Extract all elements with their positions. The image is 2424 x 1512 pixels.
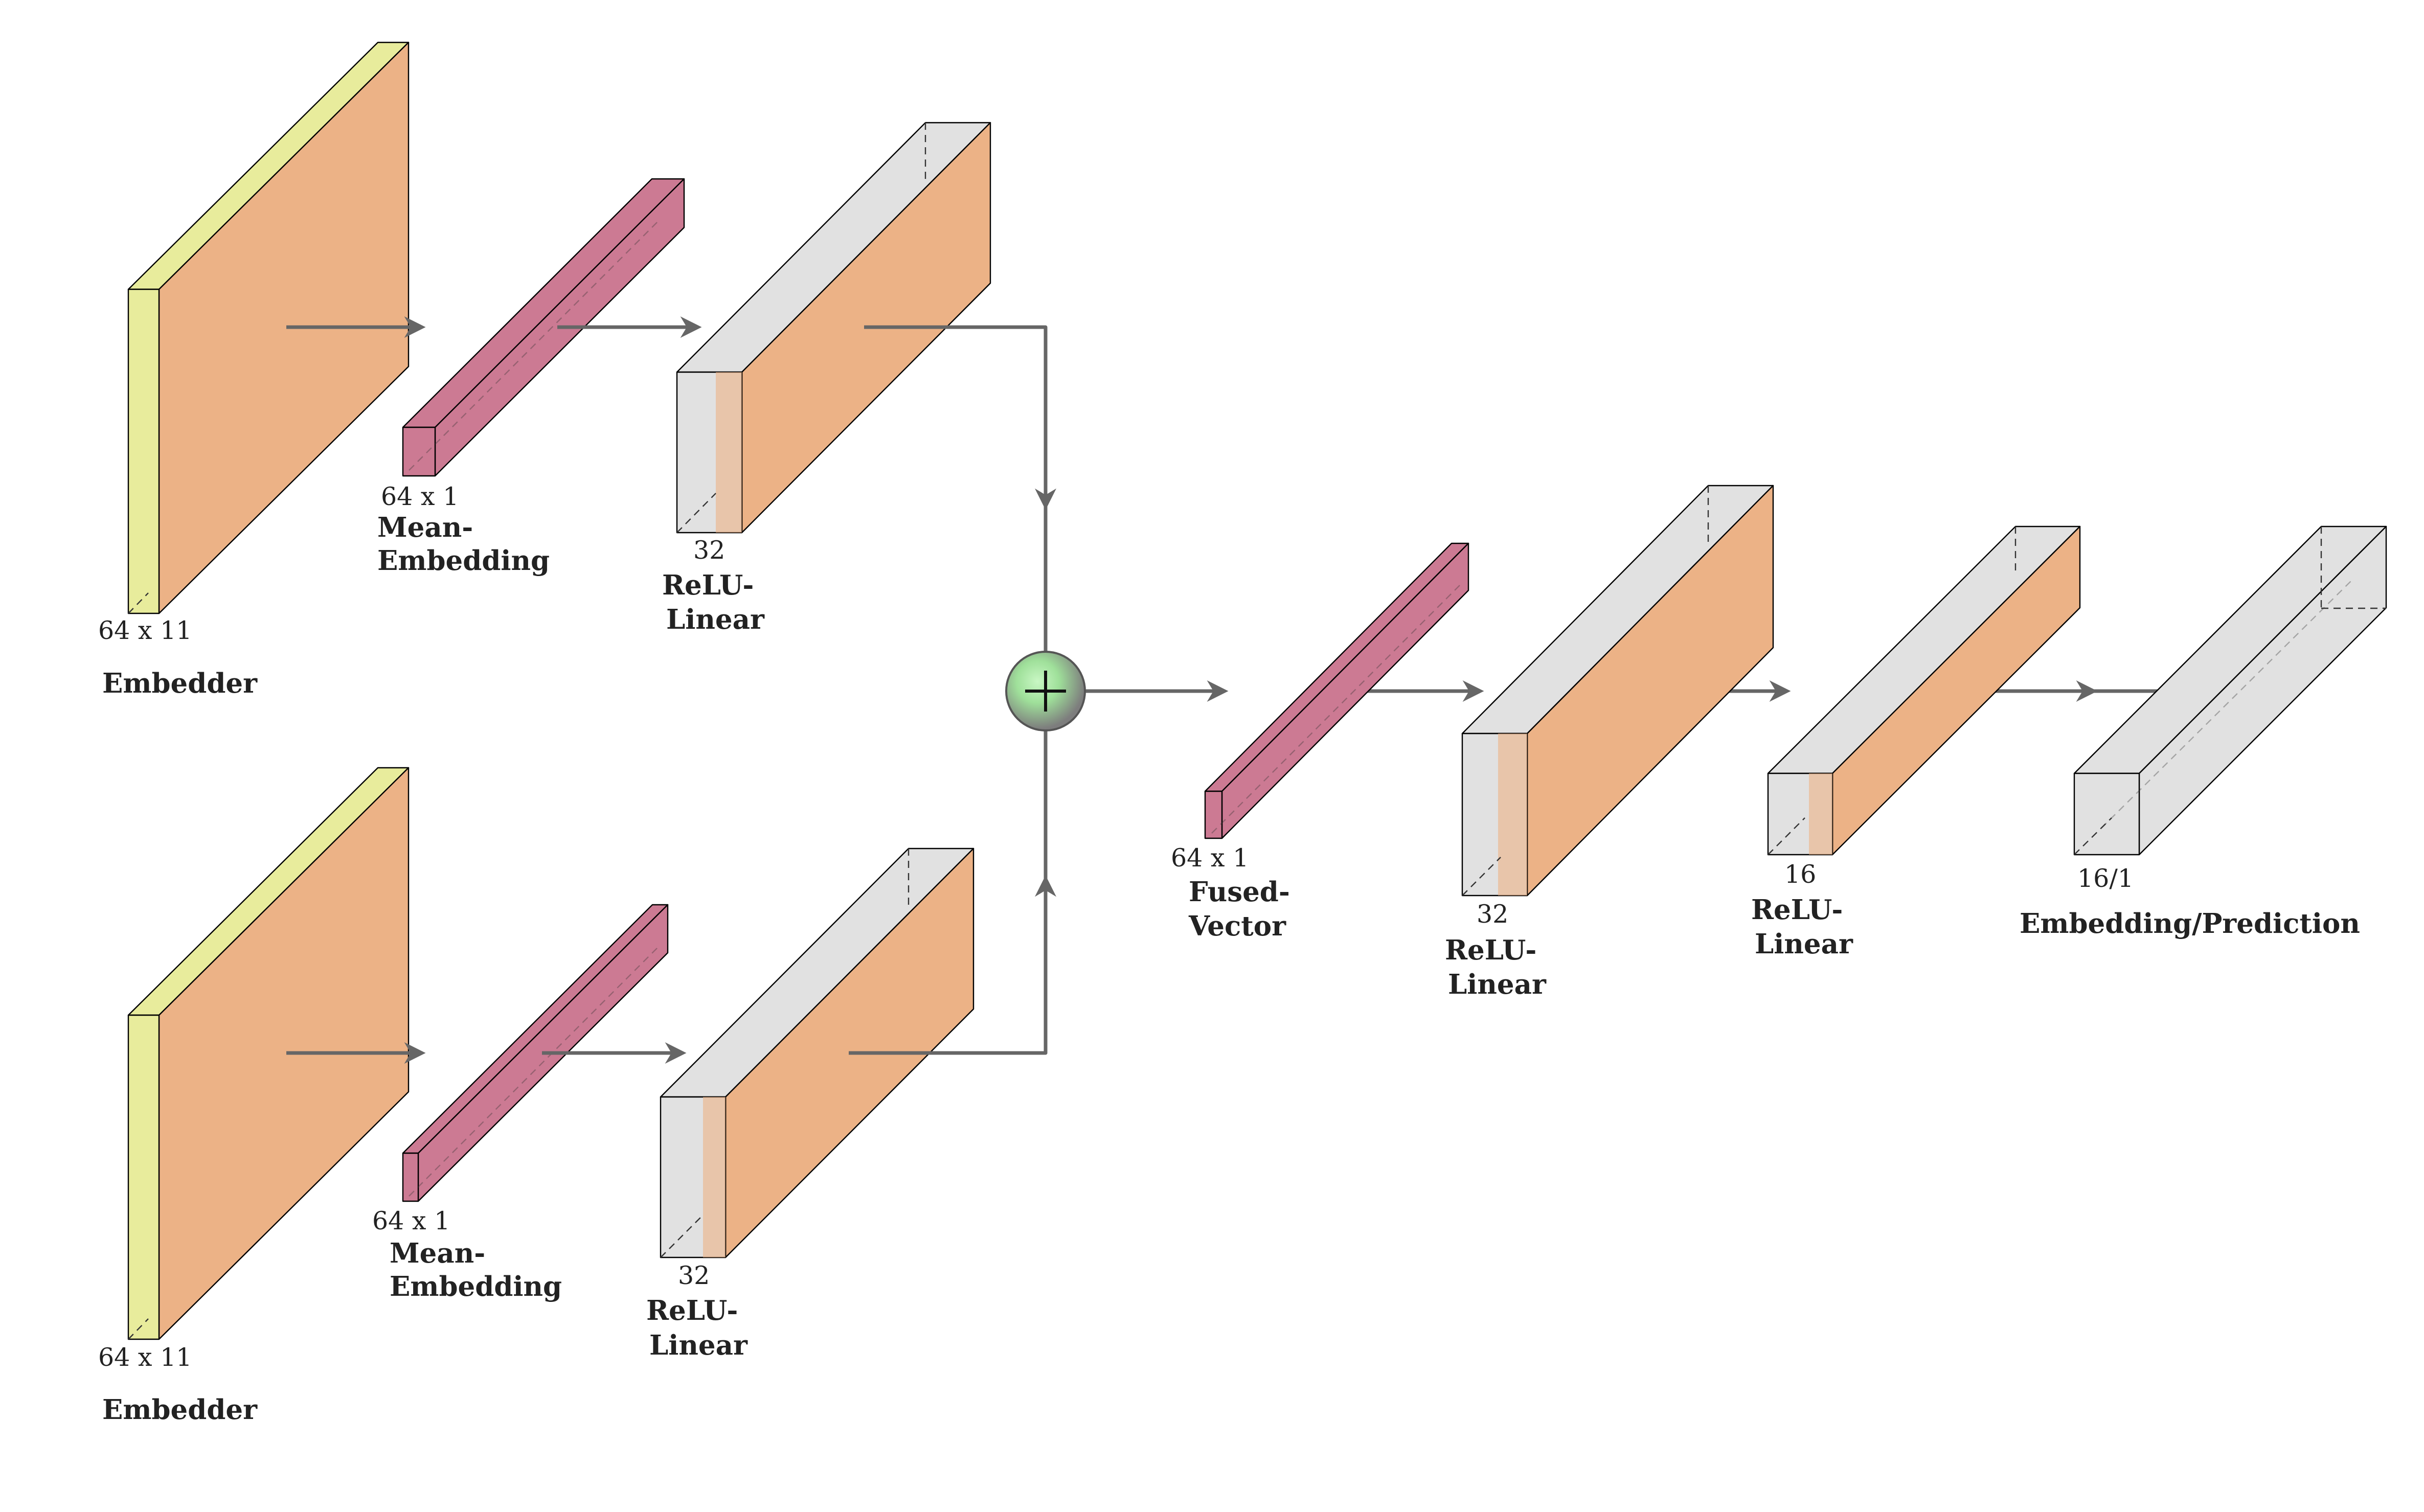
relu-linear-block-16	[1767, 525, 2081, 856]
relu-linear-16-dim: 16	[1784, 860, 1816, 889]
embedder-block-bottom	[127, 767, 410, 1340]
relu-linear-fused-32-label-1: ReLU-	[1445, 934, 1536, 966]
relu-linear-block-fused-32	[1461, 485, 1774, 897]
relu-linear-16-label-2: Linear	[1755, 928, 1853, 960]
fused-vector-block	[1204, 542, 1469, 839]
relu-linear-bottom-label-1: ReLU-	[646, 1295, 738, 1326]
mean-embedding-bottom-label-1: Mean-	[390, 1238, 485, 1269]
relu-linear-bottom-label-2: Linear	[649, 1330, 748, 1361]
relu-linear-top-label-2: Linear	[666, 604, 765, 635]
plus-circle-icon	[1025, 671, 1066, 712]
embedder-block-top	[127, 41, 410, 614]
relu-linear-16-label-1: ReLU-	[1751, 894, 1843, 926]
sum-node	[1005, 651, 1086, 731]
relu-linear-fused-32-label-2: Linear	[1448, 969, 1547, 1000]
embedder-top-dim: 64 x 11	[98, 616, 192, 645]
embedder-bottom-dim: 64 x 11	[98, 1343, 192, 1372]
mean-embedding-bottom-label-2: Embedding	[390, 1271, 562, 1302]
mean-embedding-top-dim: 64 x 1	[381, 482, 459, 511]
output-label: Embedding/Prediction	[2020, 908, 2360, 940]
mean-embedding-top-label-1: Mean-	[377, 512, 473, 543]
mean-embedding-top-label-2: Embedding	[377, 545, 550, 577]
relu-linear-bottom-dim: 32	[678, 1261, 710, 1290]
relu-linear-fused-32-dim: 32	[1477, 900, 1508, 929]
embedder-top-label: Embedder	[102, 668, 258, 699]
output-dim: 16/1	[2077, 864, 2134, 893]
relu-linear-top-dim: 32	[693, 536, 725, 565]
embedder-bottom-label: Embedder	[102, 1394, 258, 1426]
fused-vector-dim: 64 x 1	[1171, 843, 1249, 873]
output-block	[2073, 525, 2387, 856]
fused-vector-label-1: Fused-	[1189, 876, 1290, 908]
mean-embedding-bottom-dim: 64 x 1	[372, 1206, 450, 1235]
fused-vector-label-2: Vector	[1188, 910, 1286, 942]
relu-linear-top-label-1: ReLU-	[662, 569, 754, 601]
